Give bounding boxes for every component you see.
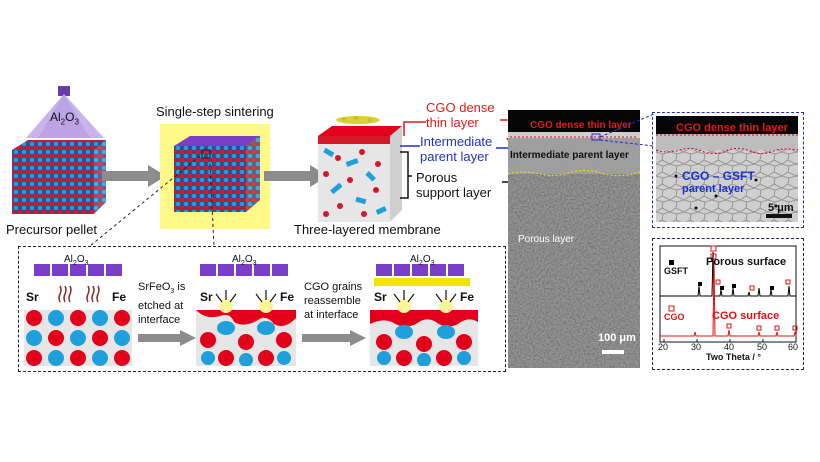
sem-cross-section	[508, 110, 640, 368]
xrd-tick-60: 60	[788, 342, 799, 352]
mech-al2o3-1: Al2O3	[64, 254, 89, 267]
mechanism-stage-1	[24, 264, 132, 366]
mechanism-stage-2	[196, 264, 296, 366]
xrd-porous-surface-label: Porous surface	[706, 256, 787, 268]
membrane-label: Three-layered membrane	[294, 222, 441, 237]
xrd-chart	[659, 245, 798, 343]
precursor-pellet-cube	[12, 140, 106, 214]
layer-label-brackets	[400, 121, 426, 199]
sem-porous-label: Porous layer	[518, 234, 575, 245]
mech-fe-label: Fe	[112, 290, 127, 304]
zoom-inset-image	[656, 116, 798, 222]
membrane-cube	[318, 116, 402, 222]
mechanism-stage-3	[370, 264, 478, 366]
zoom-connector	[600, 113, 655, 147]
xrd-xlabel: Two Theta / °	[706, 352, 761, 362]
xrd-tick-20: 20	[658, 342, 669, 352]
mech-arrow-1	[138, 330, 196, 346]
xrd-tick-30: 30	[691, 342, 702, 352]
sem-scale-label: 100 μm	[598, 332, 636, 344]
mech-arrow-2	[302, 330, 366, 346]
al2o3-label-top: Al2O3	[50, 110, 79, 127]
xrd-gsft-legend: GSFT	[664, 266, 688, 276]
sem-dense-label: CGO dense thin layer	[530, 120, 632, 131]
mech-sr-label: Sr	[26, 290, 39, 304]
mech-step2-text: CGO grains reassemble at interface	[304, 281, 363, 321]
sintering-cube	[174, 136, 260, 212]
mech-sr-label-3: Sr	[374, 290, 387, 304]
mech-fe-label-2: Fe	[280, 290, 295, 304]
zoom-inset-frame	[652, 112, 804, 228]
zoom-scale-label: 5 μm	[768, 202, 794, 214]
zoom-dense-label: CGO dense thin layer	[676, 122, 788, 134]
sem-intermediate-label: Intermediate parent layer	[510, 150, 629, 161]
mech-step1-text: SrFeO3 is etched at interface	[138, 281, 186, 327]
precursor-spray-graphic	[26, 86, 104, 138]
mechanism-box	[18, 246, 506, 372]
sintering-label: Single-step sintering	[156, 104, 274, 119]
arrow-sinter	[102, 165, 166, 187]
mech-sr-label-2: Sr	[200, 290, 213, 304]
xrd-cgo-surface-label: CGO surface	[712, 310, 780, 322]
xrd-frame	[652, 238, 804, 370]
precursor-pellet-label: Precursor pellet	[6, 222, 98, 237]
mech-fe-label-3: Fe	[460, 290, 475, 304]
xrd-cgo-legend: CGO	[664, 312, 685, 322]
mech-al2o3-3: Al2O3	[410, 254, 435, 267]
mech-al2o3-2: Al2O3	[232, 254, 257, 267]
xrd-tick-50: 50	[757, 342, 768, 352]
xrd-tick-40: 40	[724, 342, 735, 352]
